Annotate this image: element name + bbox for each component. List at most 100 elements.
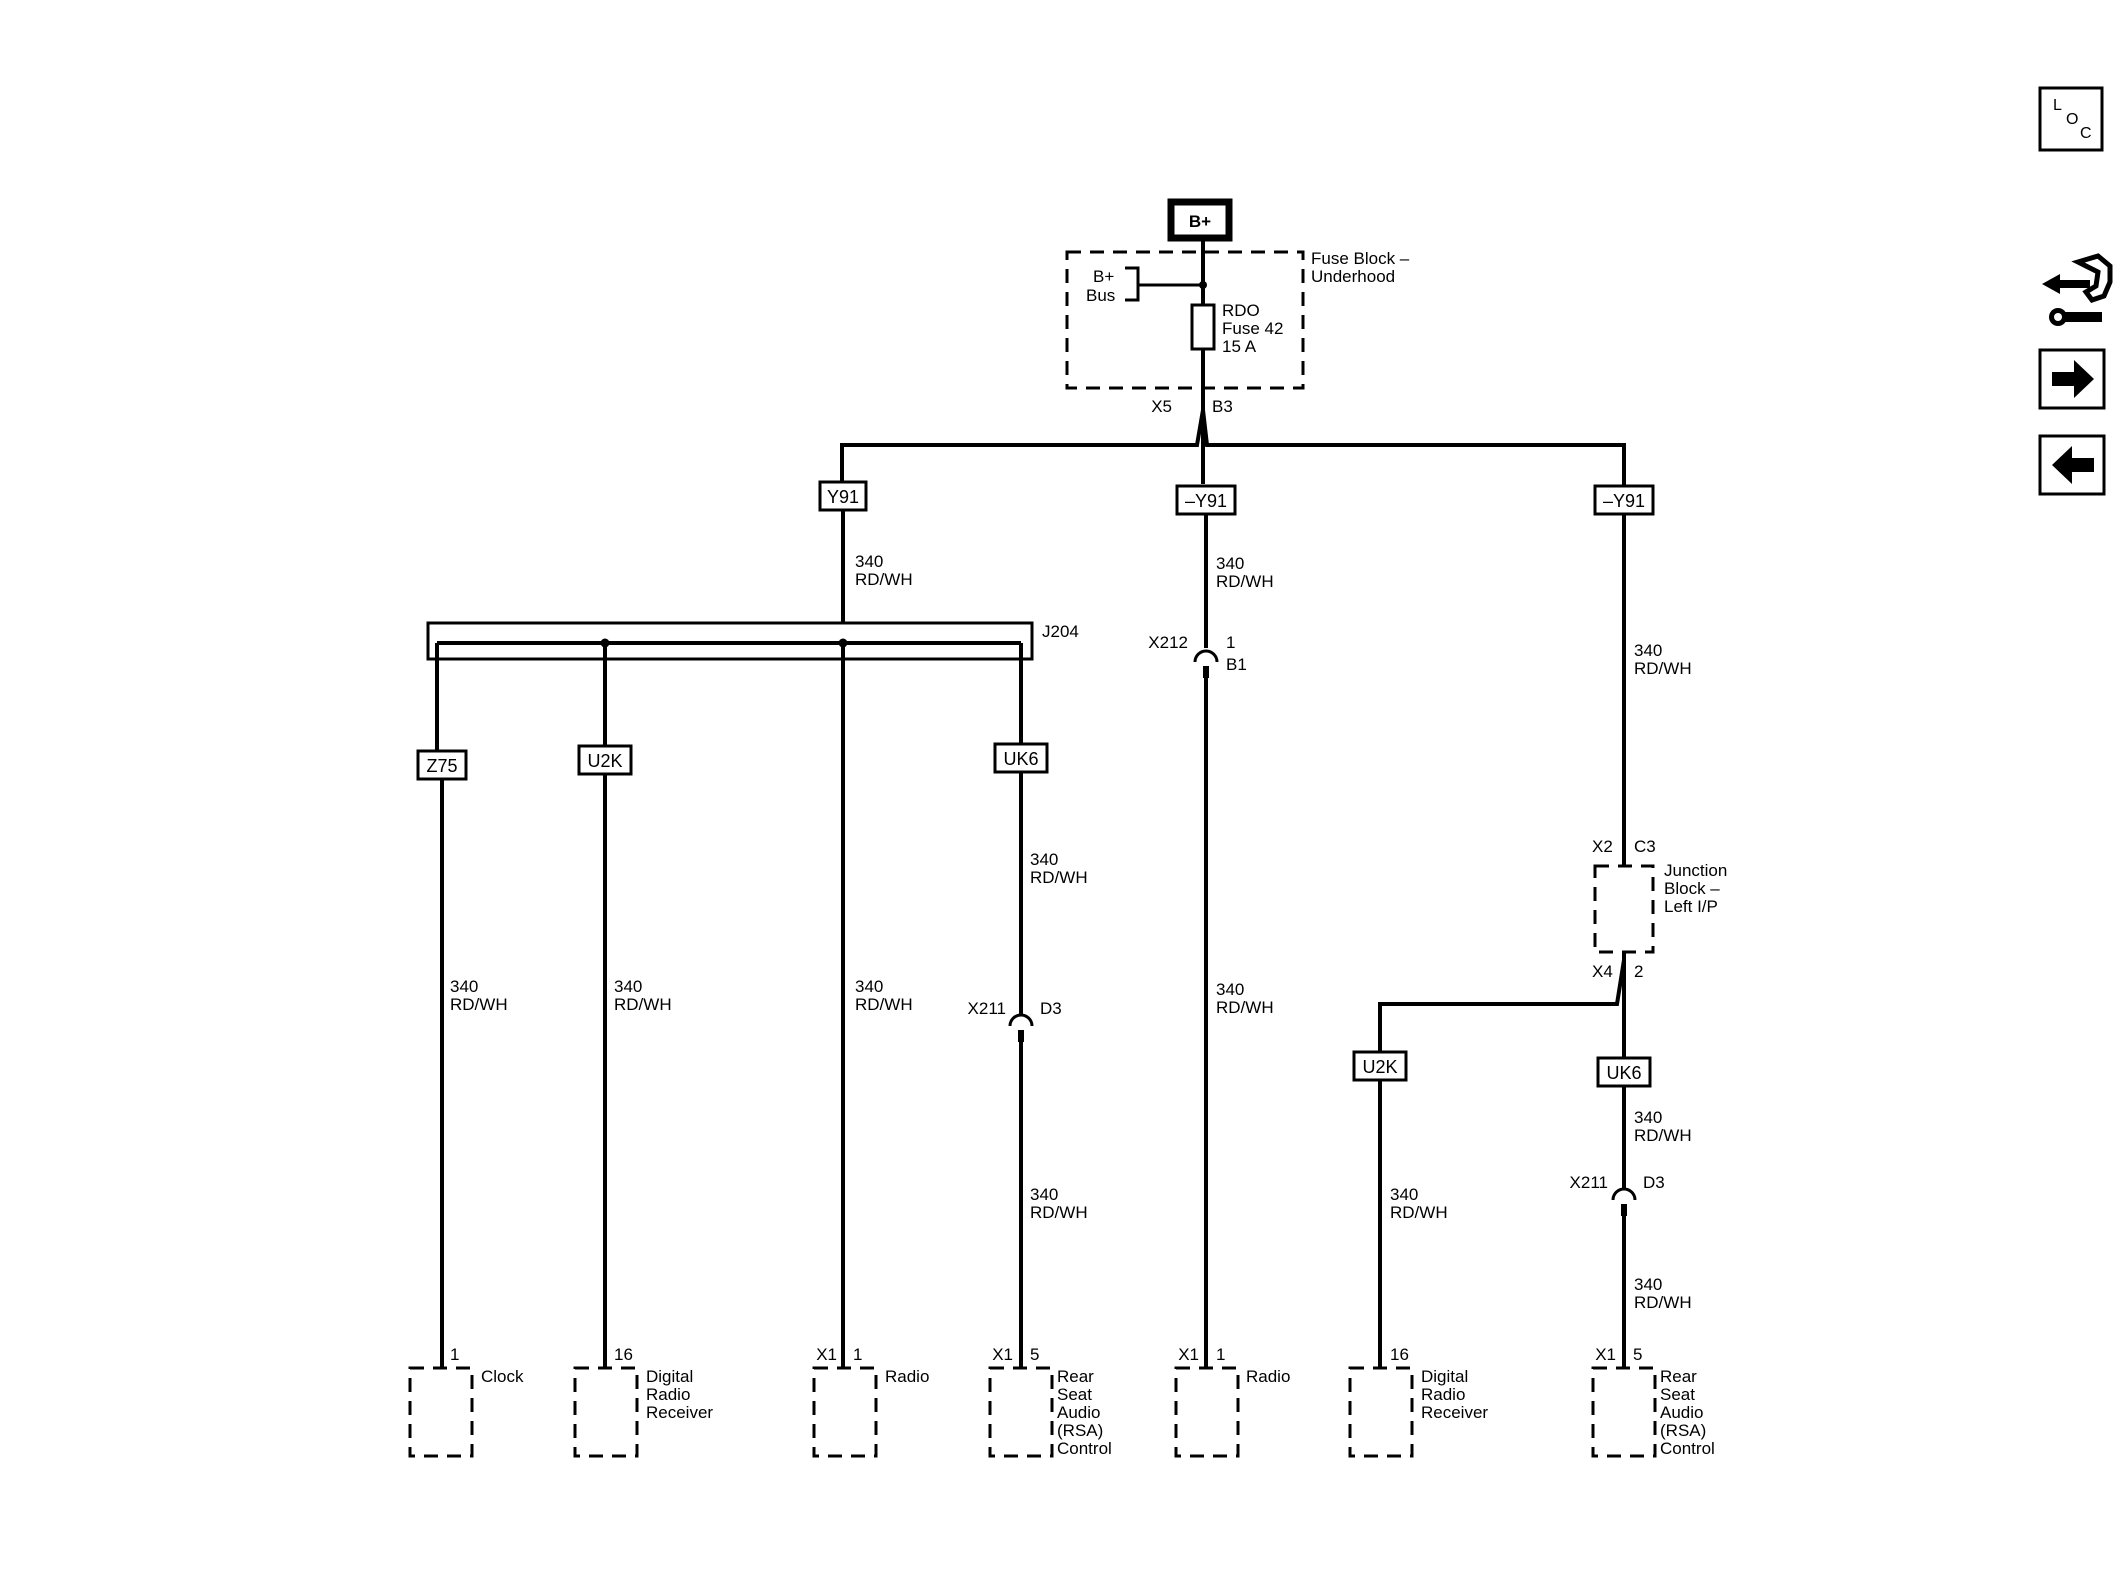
wire-label-u2k-color: RD/WH [614, 995, 672, 1014]
component-radio-2: X1 1 Radio [1174, 1345, 1290, 1458]
wire-label-y91-gauge: 340 [855, 552, 883, 571]
svg-text:1: 1 [1216, 1345, 1225, 1364]
svg-text:X4: X4 [1592, 962, 1613, 981]
fuse-block-connector: X5 [1151, 397, 1172, 416]
option-u2k-left: U2K [577, 744, 633, 776]
component-digital-radio-receiver-1: 16 Digital Radio Receiver [573, 1345, 713, 1458]
svg-text:D3: D3 [1643, 1173, 1665, 1192]
wire-label-y91-color: RD/WH [855, 570, 913, 589]
svg-text:Receiver: Receiver [646, 1403, 713, 1422]
wire-label-center2-gauge: 340 [1216, 980, 1244, 999]
svg-text:16: 16 [1390, 1345, 1409, 1364]
svg-text:UK6: UK6 [1606, 1063, 1641, 1083]
loc-button[interactable]: L O C [2038, 86, 2104, 152]
svg-text:Radio: Radio [1246, 1367, 1290, 1386]
wire-label-uk63-gauge: 340 [1634, 1275, 1662, 1294]
svg-text:U2K: U2K [587, 751, 622, 771]
wire-label-uk63-color: RD/WH [1634, 1293, 1692, 1312]
previous-page-button[interactable] [2038, 434, 2106, 496]
wire-label-radio1-gauge: 340 [855, 977, 883, 996]
svg-text:Rear: Rear [1660, 1367, 1697, 1386]
svg-text:Receiver: Receiver [1421, 1403, 1488, 1422]
svg-text:X2: X2 [1592, 837, 1613, 856]
component-rsa-control-1: X1 5 Rear Seat Audio (RSA) Control [988, 1345, 1112, 1458]
junction-block-left-ip: X2 C3 Junction Block – Left I/P X4 2 [1592, 837, 1727, 981]
svg-text:C: C [2080, 125, 2092, 142]
svg-text:Rear: Rear [1057, 1367, 1094, 1386]
svg-text:X1: X1 [816, 1345, 837, 1364]
svg-text:–Y91: –Y91 [1185, 491, 1227, 511]
svg-text:X212: X212 [1148, 633, 1188, 652]
option-y91: Y91 [818, 480, 868, 512]
arrow-left-icon [2052, 446, 2094, 484]
arrow-right-icon [2052, 360, 2094, 398]
wire-label-u2k2-gauge: 340 [1390, 1185, 1418, 1204]
component-radio-1: X1 1 Radio [812, 1345, 929, 1458]
svg-text:Block –: Block – [1664, 879, 1720, 898]
wire-label-uk62-gauge: 340 [1634, 1108, 1662, 1127]
svg-text:5: 5 [1030, 1345, 1039, 1364]
svg-text:16: 16 [614, 1345, 633, 1364]
option-not-y91-center: –Y91 [1175, 484, 1237, 516]
svg-text:Radio: Radio [885, 1367, 929, 1386]
svg-text:Audio: Audio [1660, 1403, 1703, 1422]
svg-text:X1: X1 [992, 1345, 1013, 1364]
svg-text:Digital: Digital [1421, 1367, 1468, 1386]
svg-text:Radio: Radio [646, 1385, 690, 1404]
option-uk6-left: UK6 [993, 742, 1049, 774]
svg-text:C3: C3 [1634, 837, 1656, 856]
option-uk6-right: UK6 [1596, 1056, 1652, 1088]
component-clock: 1 Clock [408, 1345, 524, 1458]
svg-text:X1: X1 [1178, 1345, 1199, 1364]
wire-label-z75-gauge: 340 [450, 977, 478, 996]
svg-text:X1: X1 [1595, 1345, 1616, 1364]
wire-label-center-gauge: 340 [1216, 554, 1244, 573]
option-not-y91-right: –Y91 [1593, 484, 1655, 516]
wire-label-right-gauge: 340 [1634, 641, 1662, 660]
inline-connector-x211-left: X211 D3 [968, 999, 1062, 1042]
svg-text:L: L [2053, 97, 2062, 114]
wire-label-u2k-gauge: 340 [614, 977, 642, 996]
svg-text:X211: X211 [1570, 1173, 1608, 1192]
option-u2k-right: U2K [1352, 1050, 1408, 1082]
svg-text:Junction: Junction [1664, 861, 1727, 880]
fuse-label-2: Fuse 42 [1222, 319, 1283, 338]
svg-text:1: 1 [1226, 633, 1235, 652]
svg-text:O: O [2066, 111, 2078, 128]
component-digital-radio-receiver-2: 16 Digital Radio Receiver [1348, 1345, 1488, 1458]
loc-icon [2038, 86, 2104, 152]
fuse-label: RDO [1222, 301, 1260, 320]
fuse-block-name: Fuse Block – [1311, 249, 1410, 268]
bus-label-2: Bus [1086, 286, 1115, 305]
wire-label-uk6-gauge: 340 [1030, 850, 1058, 869]
svg-text:X211: X211 [968, 999, 1006, 1018]
component-rsa-control-2: X1 5 Rear Seat Audio (RSA) Control [1591, 1345, 1715, 1458]
harness-button[interactable] [2042, 253, 2113, 326]
svg-text:Control: Control [1660, 1439, 1715, 1458]
svg-text:(RSA): (RSA) [1057, 1421, 1103, 1440]
bus-label: B+ [1093, 267, 1114, 286]
wire-label-center-color: RD/WH [1216, 572, 1274, 591]
next-page-button[interactable] [2038, 348, 2106, 410]
inline-connector-x212: X212 1 B1 [1148, 633, 1247, 678]
wire-label-uk6-color: RD/WH [1030, 868, 1088, 887]
svg-text:2: 2 [1634, 962, 1643, 981]
fuse-label-3: 15 A [1222, 337, 1257, 356]
fuse-block-name-2: Underhood [1311, 267, 1395, 286]
wire-label-uk6b-color: RD/WH [1030, 1203, 1088, 1222]
wire-label-radio1-color: RD/WH [855, 995, 913, 1014]
inline-connector-x211-right: X211 D3 [1570, 1173, 1665, 1216]
svg-text:Clock: Clock [481, 1367, 524, 1386]
wire-label-center2-color: RD/WH [1216, 998, 1274, 1017]
harness-icon [2042, 253, 2113, 326]
splice-pack-j204: J204 [426, 621, 1079, 663]
option-z75: Z75 [416, 749, 468, 781]
svg-text:B1: B1 [1226, 655, 1247, 674]
svg-text:Left I/P: Left I/P [1664, 897, 1718, 916]
wire-label-uk62-color: RD/WH [1634, 1126, 1692, 1145]
splice-label: J204 [1042, 622, 1079, 641]
fuse-block-pin: B3 [1212, 397, 1233, 416]
svg-text:Control: Control [1057, 1439, 1112, 1458]
svg-text:1: 1 [450, 1345, 459, 1364]
